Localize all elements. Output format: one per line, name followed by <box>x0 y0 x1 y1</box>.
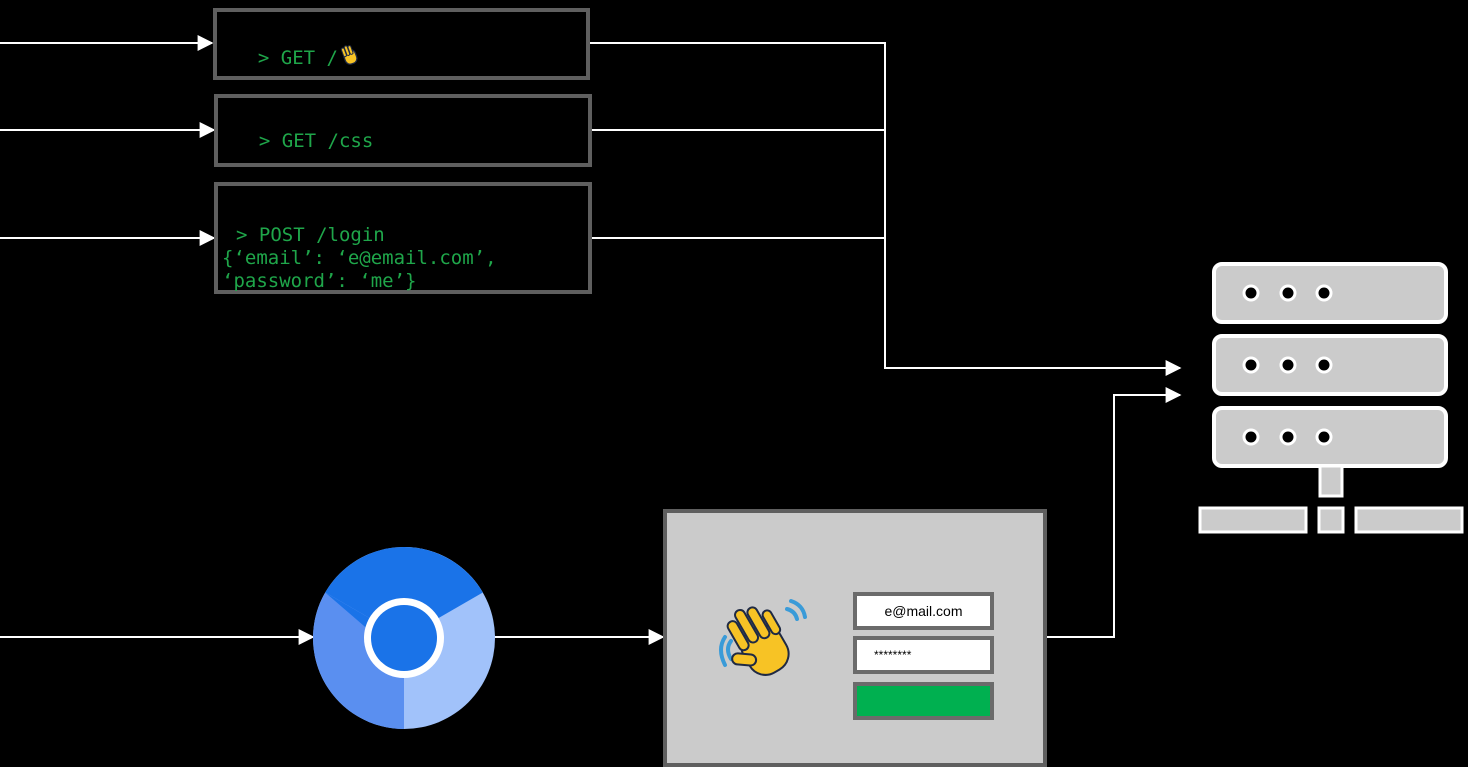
request-get-css: > GET /css <box>214 94 592 167</box>
login-submit-button[interactable] <box>853 682 994 720</box>
waving-hand-icon <box>340 45 358 65</box>
waving-hand-icon <box>719 599 807 676</box>
request-post-login: > POST /login {‘email’: ‘e@email.com’, ‘… <box>214 182 592 294</box>
email-field[interactable]: e@mail.com <box>853 592 994 630</box>
request-get-css-label: > GET /css <box>258 130 374 152</box>
connector-get-root <box>590 42 1182 376</box>
request-post-login-label: > POST /login <box>236 224 385 246</box>
password-field-value: ******** <box>874 648 912 662</box>
request-post-login-body-1: {‘email’: ‘e@email.com’, <box>222 247 497 269</box>
chromium-icon <box>313 547 495 729</box>
server-rack-icon <box>1198 262 1464 534</box>
connector-page-to-server <box>1046 387 1182 638</box>
email-field-value: e@mail.com <box>884 603 963 619</box>
request-post-login-body-2: ‘password’: ‘me’} <box>222 270 417 292</box>
password-field[interactable]: ******** <box>853 636 994 674</box>
request-get-root-label: > GET / <box>257 47 338 69</box>
request-get-root: > GET / <box>213 8 590 80</box>
login-page-mockup: e@mail.com ******** <box>663 509 1047 767</box>
